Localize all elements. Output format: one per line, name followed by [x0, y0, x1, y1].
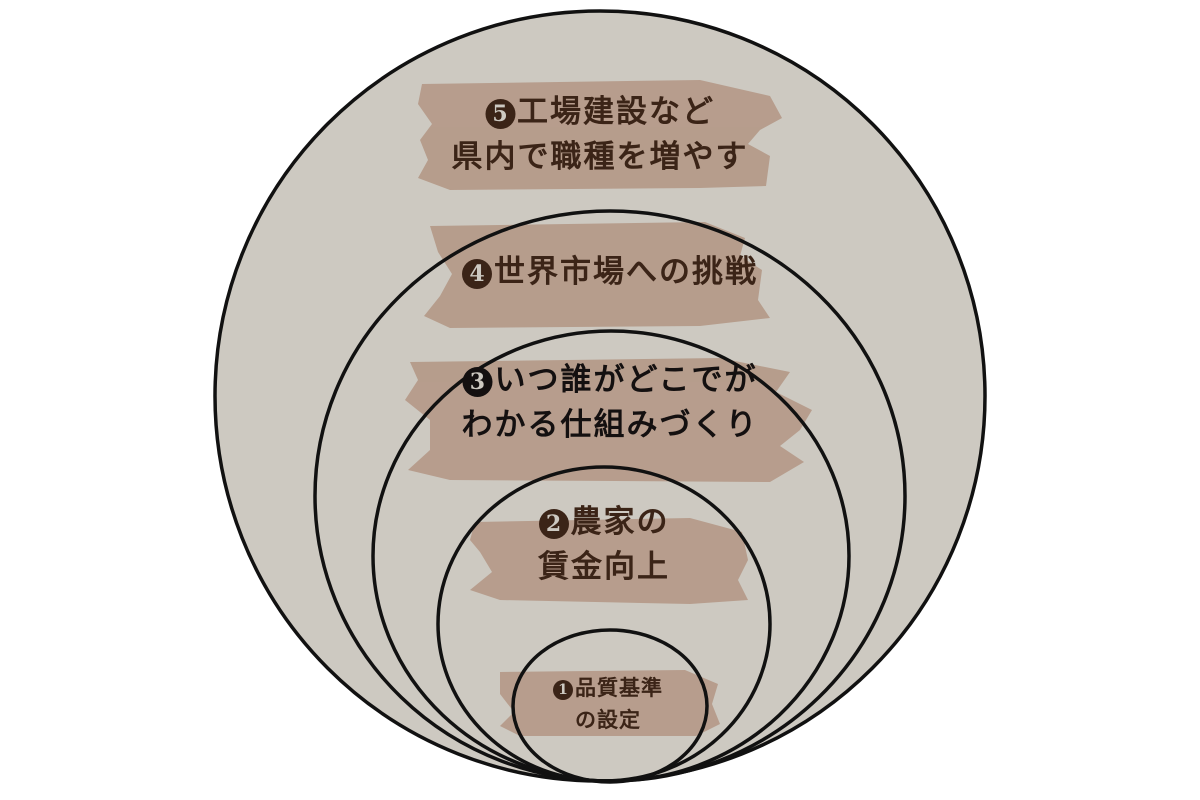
brush-stroke-3 — [405, 358, 812, 482]
label-line: わかる仕組みづくり — [461, 406, 759, 443]
number-badge-2: 2 — [538, 508, 569, 539]
number-badge-5: 5 — [485, 98, 515, 129]
number-badge-4: 4 — [462, 258, 492, 289]
label-line: の設定 — [575, 706, 641, 732]
brush-stroke-4 — [424, 222, 770, 328]
number-badge-3: 3 — [462, 366, 493, 397]
label-line: 賃金向上 — [538, 548, 670, 585]
number-badge-1: 1 — [553, 680, 573, 701]
label-line: 世界市場への挑戦 — [494, 254, 758, 290]
label-line: 品質基準 — [575, 675, 663, 700]
label-line: いつ誰がどこでが — [494, 362, 758, 398]
label-line: 農家の — [570, 504, 670, 540]
brush-stroke-2 — [470, 518, 748, 604]
label-line: 県内で職種を増やす — [451, 138, 749, 175]
label-line: 工場建設など — [517, 94, 715, 130]
circle-1 — [511, 628, 709, 784]
